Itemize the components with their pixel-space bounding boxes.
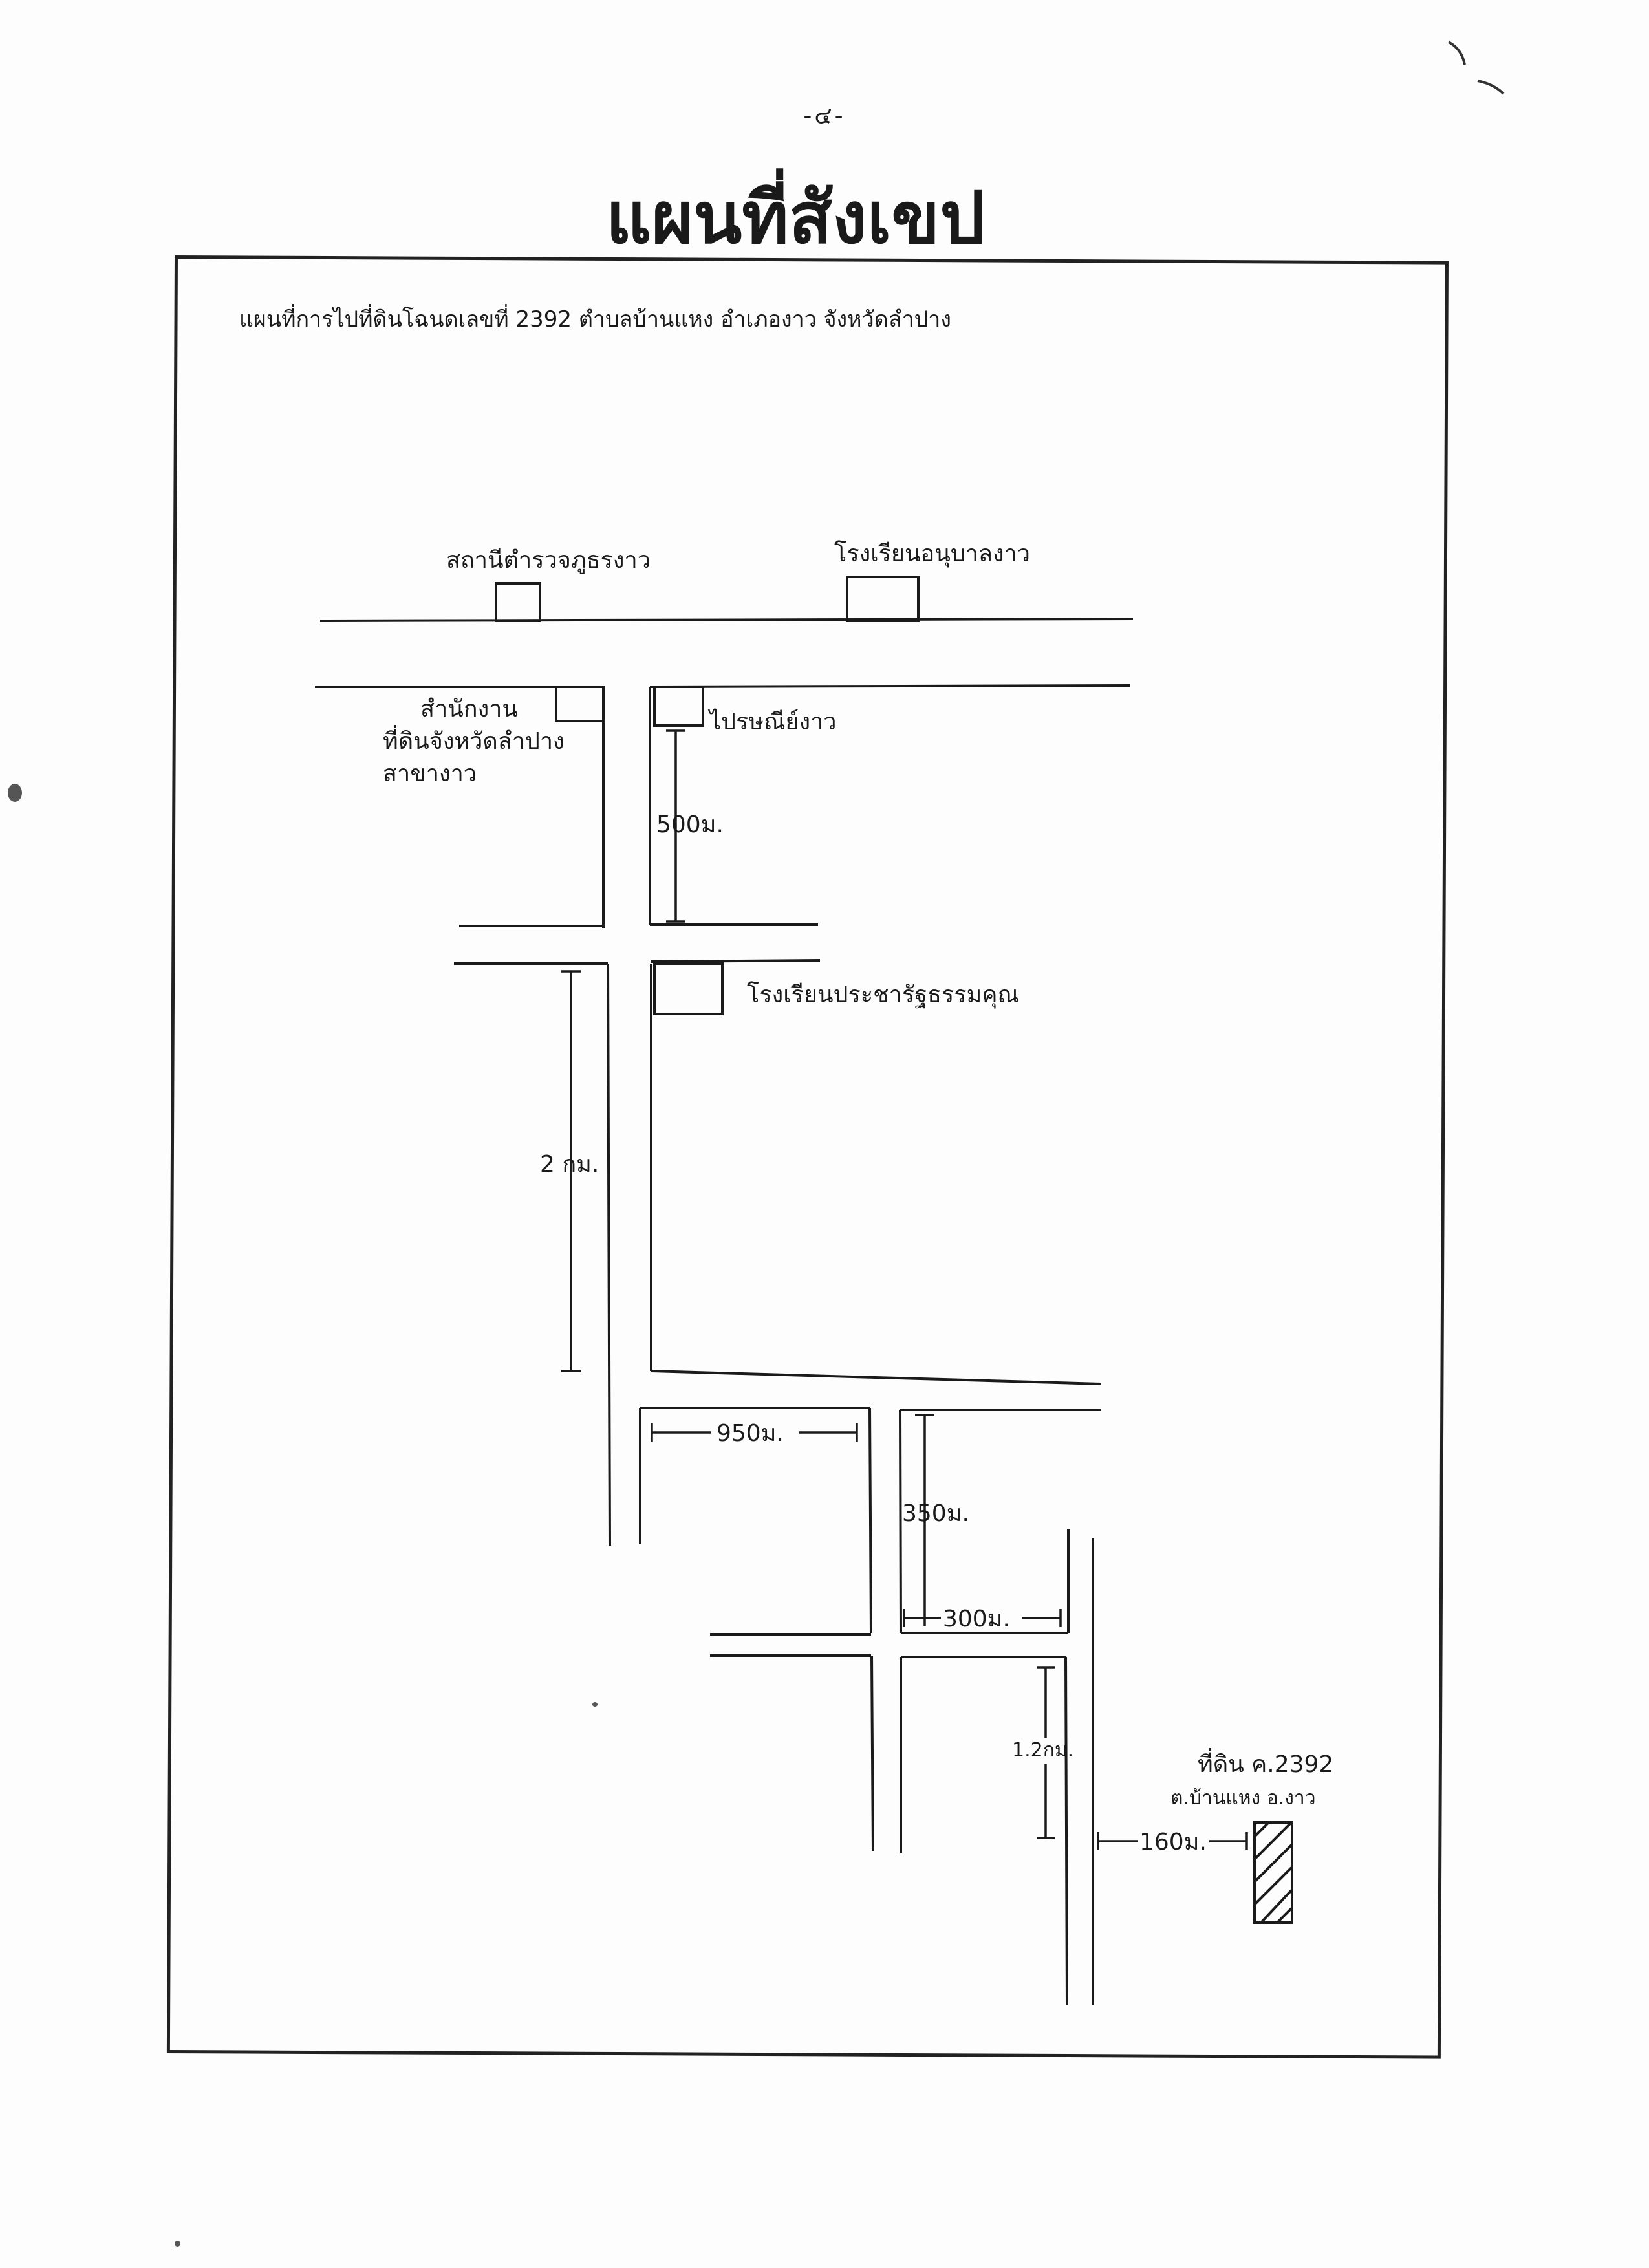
distance-160m-label: 160ม. — [1139, 1829, 1207, 1855]
police-station-building — [495, 582, 541, 622]
scan-mark — [1448, 41, 1505, 95]
destination-label-2: ต.บ้านแหง อ.งาว — [1170, 1787, 1316, 1809]
kindergarten-label: โรงเรียนอนุบาลงาว — [834, 540, 1030, 568]
scan-speck — [175, 2241, 180, 2247]
road-edge — [868, 1407, 872, 1634]
school-building — [653, 962, 724, 1015]
distance-2km-label: 2 กม. — [540, 1151, 599, 1178]
road-edge — [899, 1409, 902, 1634]
road-segment — [651, 1370, 1101, 1385]
road-segment — [651, 959, 821, 963]
label-backdrop — [711, 1416, 799, 1445]
distance-950m-label: 950ม. — [717, 1420, 784, 1447]
page-title: แผนที่สังเขป — [605, 177, 986, 259]
label-backdrop — [1012, 1738, 1064, 1764]
distance-1-2km-label: 1.2กม. — [1012, 1739, 1073, 1762]
land-office-label-2: ที่ดินจังหวัดลำปาง — [383, 725, 565, 755]
label-backdrop — [1138, 1828, 1209, 1854]
kindergarten-building — [846, 576, 920, 622]
school-label: โรงเรียนประชารัฐธรรมคุณ — [747, 981, 1019, 1009]
label-backdrop — [941, 1604, 1022, 1631]
top-road-line — [319, 618, 1134, 622]
land-office-building — [555, 686, 605, 722]
destination-parcel — [1253, 1821, 1293, 1924]
police-station-label: สถานีตำรวจภูธรงาว — [446, 547, 651, 574]
destination-label-1: ที่ดิน ค.2392 — [1198, 1748, 1333, 1778]
distance-300m-label: 300ม. — [943, 1606, 1010, 1632]
map-heading: แผนที่การไปที่ดินโฉนดเลขที่ 2392 ตำบลบ้า… — [239, 304, 951, 332]
road-edge — [1064, 1656, 1068, 2005]
scan-speck — [8, 784, 22, 802]
distance-500m-label: 500ม. — [656, 812, 724, 838]
page-number: -๔- — [803, 103, 846, 129]
land-office-label-1: สำนักงาน — [420, 696, 518, 722]
road-edge — [870, 1655, 874, 1852]
scan-speck — [592, 1702, 598, 1707]
post-office-building — [653, 686, 704, 727]
distance-350m-label: 350ม. — [902, 1500, 969, 1527]
post-office-label: ไปรษณีย์งาว — [707, 708, 837, 735]
main-road-left-edge — [607, 963, 611, 1546]
land-office-label-3: สาขางาว — [383, 761, 477, 787]
road-segment — [649, 684, 1131, 688]
